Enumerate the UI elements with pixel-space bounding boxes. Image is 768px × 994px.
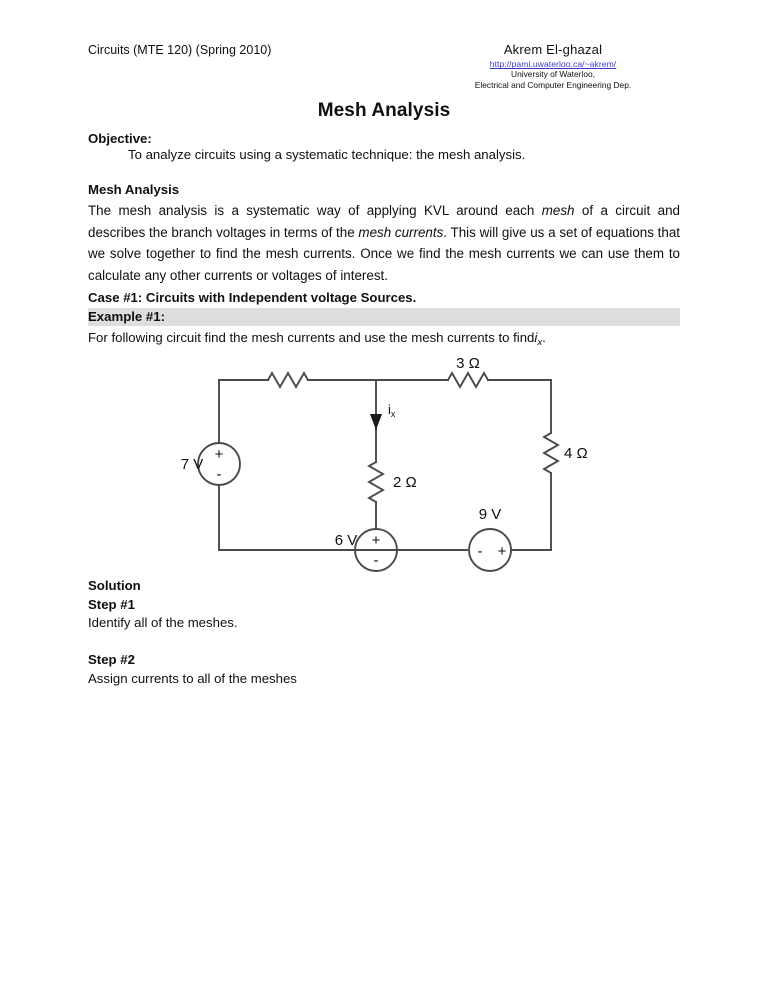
label-resistor-3ohm: 3 Ω: [456, 355, 480, 372]
paragraph-part-1: The mesh analysis is a systematic way of…: [88, 203, 542, 218]
header-course-label: Circuits (MTE 120) (Spring 2010): [88, 43, 272, 57]
mesh-analysis-paragraph: The mesh analysis is a systematic way of…: [88, 200, 680, 286]
current-variable-i: i: [534, 330, 538, 345]
step-1-body: Identify all of the meshes.: [88, 615, 238, 630]
mesh-analysis-heading: Mesh Analysis: [88, 182, 180, 197]
label-resistor-4ohm: 4 Ω: [564, 445, 588, 462]
paragraph-emphasis-mesh-currents: mesh currents: [358, 224, 444, 240]
example-prompt-period: .: [542, 330, 546, 345]
example-prompt-text: For following circuit find the mesh curr…: [88, 330, 535, 345]
step-2-label: Step #2: [88, 652, 135, 667]
header-author-url-link[interactable]: http://pami.uwaterloo.ca/~akrem/: [489, 59, 617, 70]
label-source-7v: 7 V: [181, 456, 204, 473]
example-heading-highlighted: Example #1:: [88, 308, 680, 326]
step-2-body: Assign currents to all of the meshes: [88, 671, 297, 686]
polarity-minus-7v: -: [217, 466, 222, 483]
label-current-i: i: [388, 402, 391, 417]
paragraph-part-2: of a circuit and describes the branch vo…: [88, 203, 680, 240]
resistor-top-left-symbol: [266, 371, 310, 389]
current-direction-arrow-icon: [370, 414, 382, 430]
step-1-label: Step #1: [88, 597, 135, 612]
page-title: Mesh Analysis: [317, 100, 451, 121]
polarity-minus-6v: -: [374, 552, 379, 569]
label-current-ix: ix: [388, 402, 396, 419]
header-author-block: Akrem El-ghazal http://pami.uwaterloo.ca…: [420, 42, 686, 91]
polarity-plus-9v: +: [498, 543, 507, 560]
case-heading: Case #1: Circuits with Independent volta…: [88, 290, 417, 305]
header-affiliation-line-1: University of Waterloo,: [511, 69, 595, 80]
label-current-subscript-x: x: [391, 409, 396, 419]
example-prompt: For following circuit find the mesh curr…: [88, 330, 680, 348]
label-source-6v: 6 V: [335, 532, 358, 549]
polarity-plus-7v: +: [215, 446, 224, 463]
label-resistor-2ohm: 2 Ω: [393, 474, 417, 491]
voltage-source-6v-circle: [354, 528, 398, 572]
paragraph-emphasis-mesh: mesh: [541, 203, 575, 218]
header-affiliation-line-2: Electrical and Computer Engineering Dep.: [474, 80, 632, 91]
resistor-3ohm-symbol: [446, 371, 490, 389]
objective-body: To analyze circuits using a systematic t…: [128, 147, 526, 162]
solution-heading: Solution: [88, 578, 141, 593]
label-source-9v: 9 V: [479, 506, 502, 523]
circuit-diagram: 7 V + - 6 V + - 9 V - + 3 Ω 2 Ω 4 Ω ix: [150, 352, 620, 584]
current-variable-subscript-x: x: [537, 337, 543, 348]
paragraph-part-3: . This will give us a set of equations t…: [88, 224, 681, 283]
polarity-minus-9v: -: [478, 543, 483, 560]
header-author-name: Akrem El-ghazal: [503, 42, 603, 57]
resistor-4ohm-symbol: [542, 431, 560, 475]
polarity-plus-6v: +: [372, 532, 381, 549]
objective-heading: Objective:: [88, 131, 152, 146]
resistor-2ohm-symbol: [367, 460, 385, 504]
